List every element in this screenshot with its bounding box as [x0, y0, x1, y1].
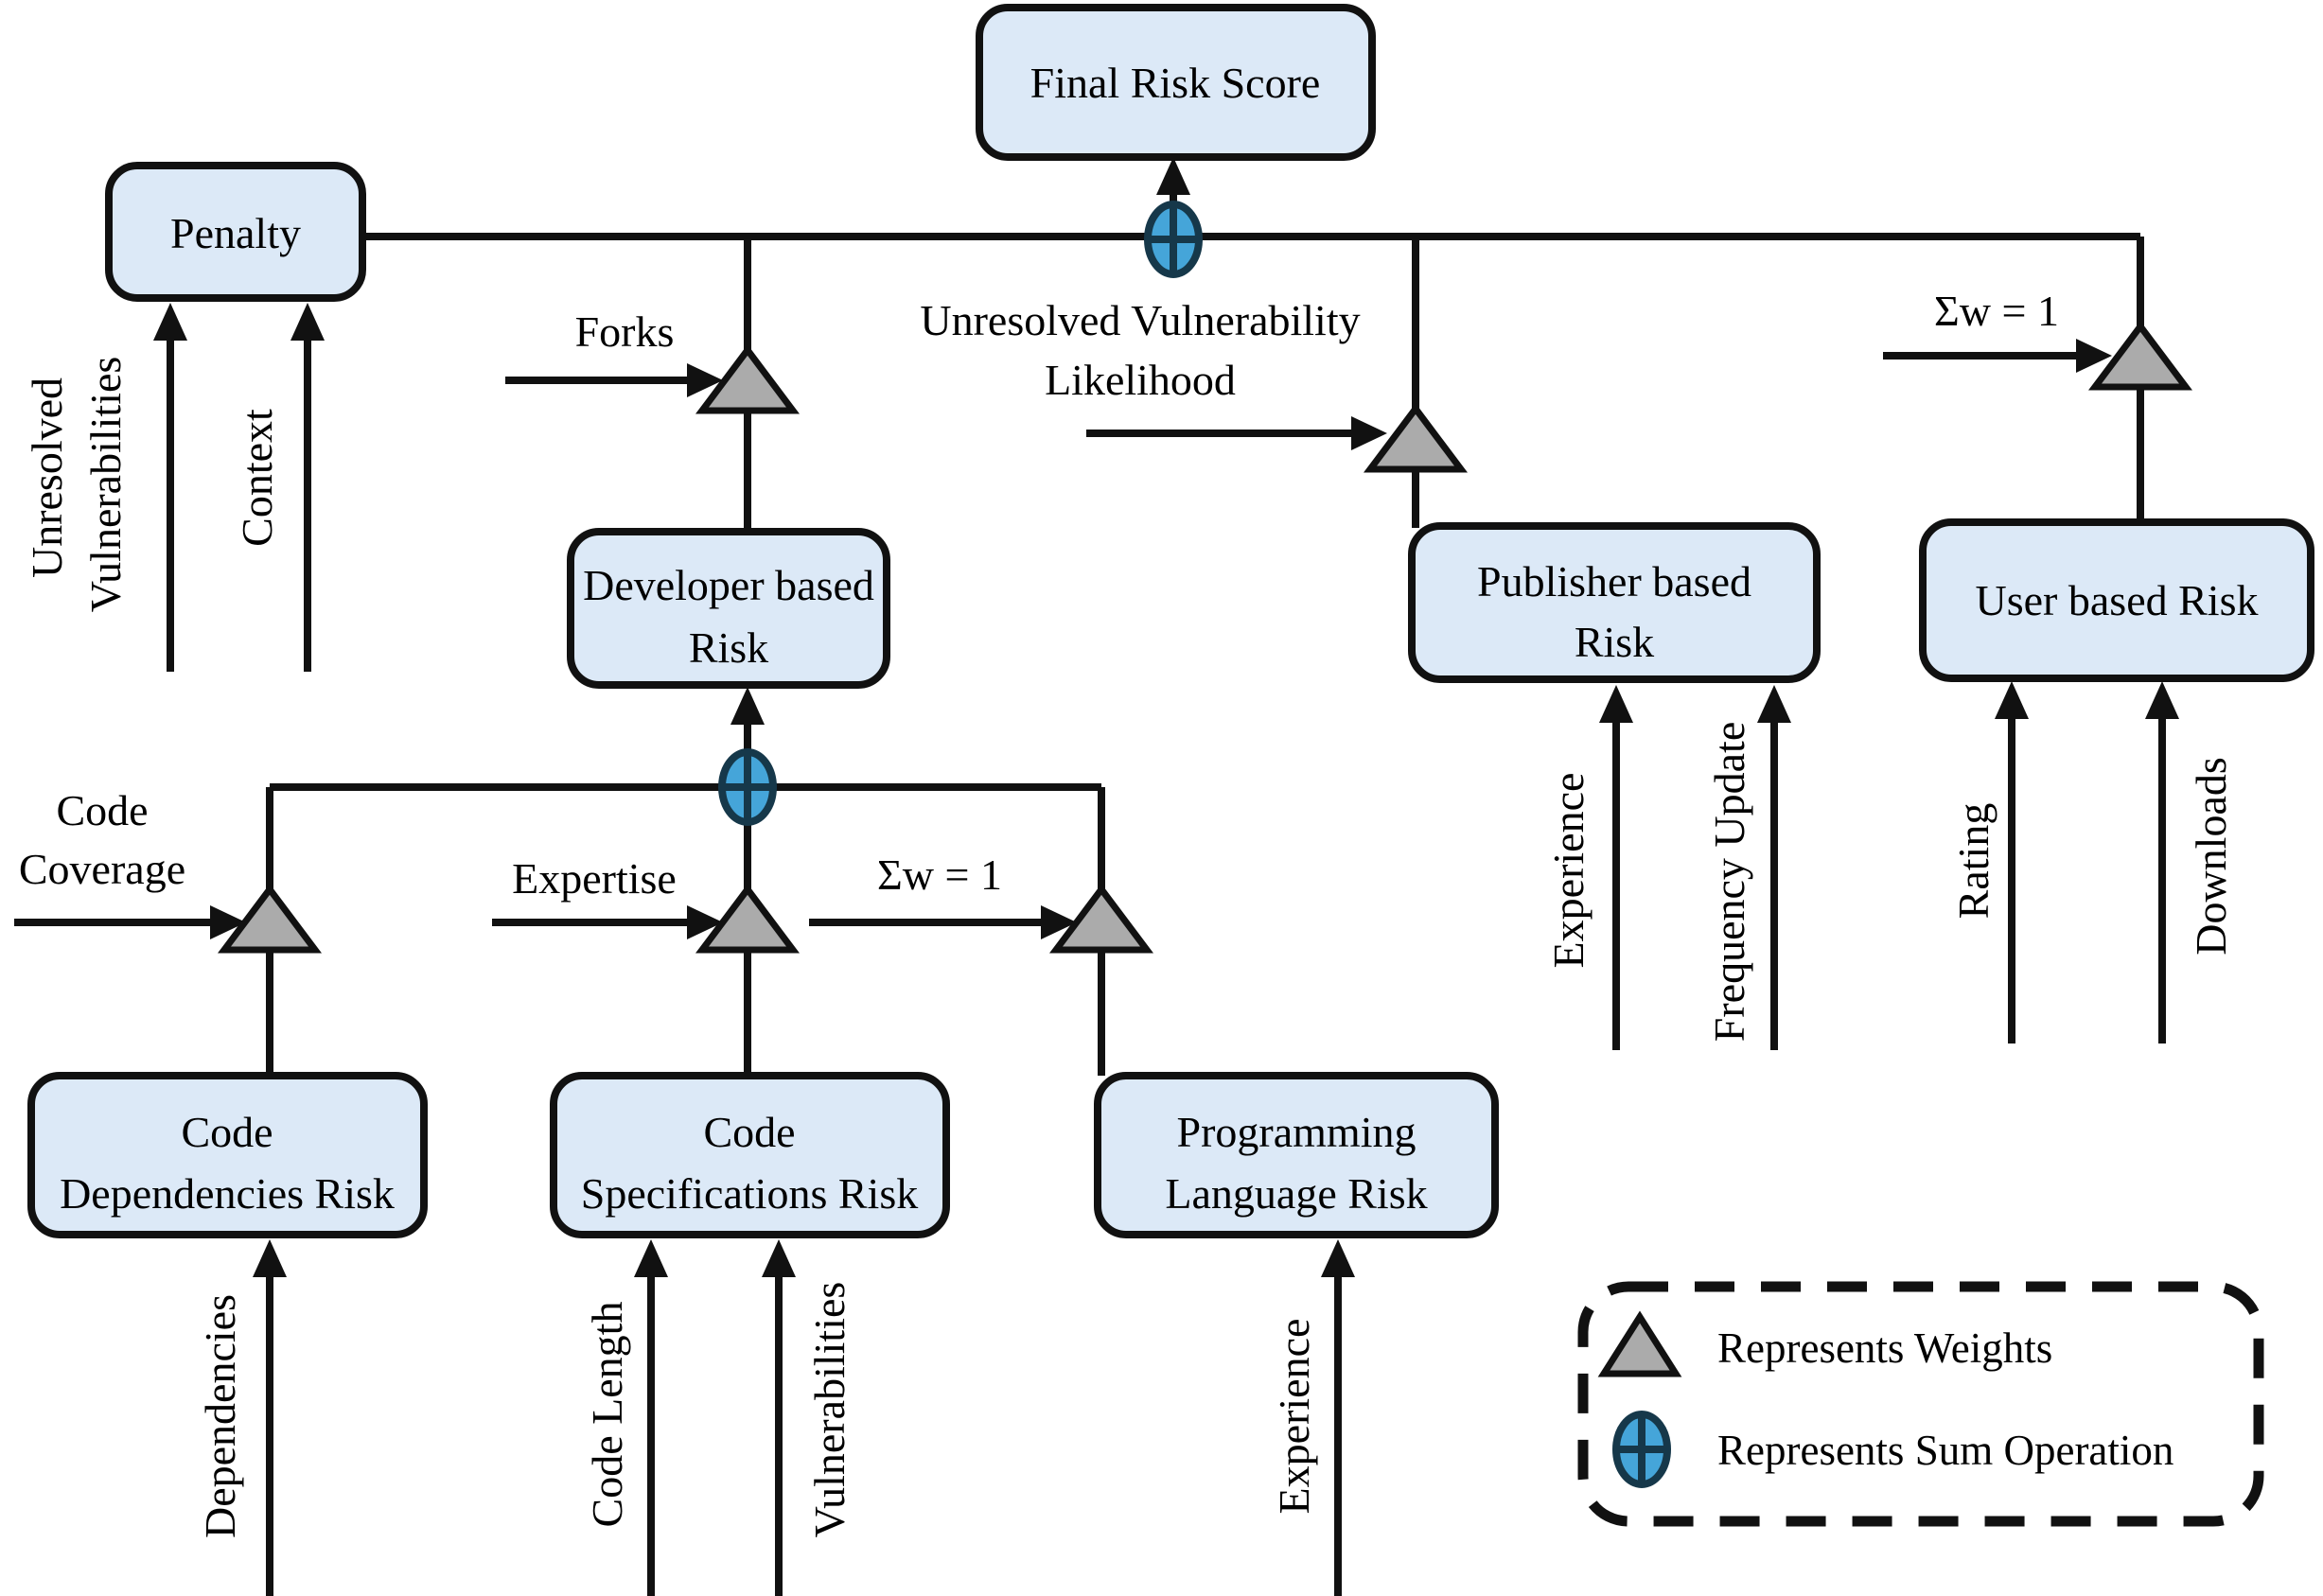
code-specifications-label-line2: Specifications Risk: [581, 1169, 918, 1218]
experience-publisher-arrowhead-icon: [1599, 685, 1633, 723]
language-weight-triangle-icon: [1049, 884, 1153, 954]
sum-w-user-arrowhead-icon: [2076, 339, 2112, 373]
user-risk-node: [1919, 518, 2314, 682]
uvl-weight-triangle-icon: [1364, 403, 1468, 473]
legend-sum-operation-icon: [1612, 1411, 1671, 1488]
penalty-node: [105, 162, 366, 302]
experience-language-arrowhead-icon: [1321, 1239, 1355, 1277]
frequency-update-input-label: Frequency Update: [1705, 722, 1753, 1043]
final-score-arrowhead-icon: [1156, 157, 1190, 195]
frequency-update-arrowhead-icon: [1757, 685, 1791, 723]
uvl-weight-label-line2: Likelihood: [1045, 356, 1236, 404]
developer-sum-arrowhead-icon: [730, 687, 765, 725]
code-dependencies-risk-node: [27, 1072, 428, 1238]
rating-input-label: Rating: [1949, 803, 1997, 920]
code-coverage-label-line1: Code: [56, 786, 148, 834]
programming-language-label-line1: Programming: [1177, 1108, 1417, 1156]
programming-language-label-line2: Language Risk: [1165, 1169, 1427, 1218]
dependencies-arrowhead-icon: [253, 1239, 287, 1277]
experience-publisher-input-label: Experience: [1544, 773, 1593, 969]
developer-sum-operation-icon: [718, 748, 777, 826]
code-dependencies-label-line1: Code: [181, 1108, 273, 1156]
experience-language-input-label: Experience: [1270, 1319, 1318, 1515]
code-length-input-label: Code Length: [583, 1302, 631, 1528]
legend-weight-triangle-icon: [1597, 1310, 1682, 1377]
developer-risk-label-line2: Risk: [689, 623, 768, 672]
vulnerabilities-spec-input-label: Vulnerabilities: [805, 1282, 854, 1538]
unresolved-vulnerabilities-arrowhead-icon: [153, 303, 187, 341]
expertise-weight-triangle-icon: [695, 884, 800, 954]
developer-risk-label-line1: Developer based: [583, 561, 874, 609]
code-specifications-risk-node: [550, 1072, 950, 1238]
developer-risk-node: [567, 528, 890, 689]
sum-w-language-arrowhead-icon: [1041, 905, 1077, 939]
top-sum-operation-icon: [1144, 201, 1203, 278]
sum-w-user-label: Σw = 1: [1934, 287, 2059, 335]
user-risk-label: User based Risk: [1976, 576, 2259, 624]
publisher-risk-node: [1408, 522, 1821, 683]
rating-arrowhead-icon: [1995, 681, 2029, 719]
downloads-arrowhead-icon: [2145, 681, 2179, 719]
forks-weight-label: Forks: [575, 307, 675, 356]
legend-sum-operation-label: Represents Sum Operation: [1717, 1427, 2173, 1474]
code-coverage-arrowhead-icon: [210, 905, 246, 939]
downloads-input-label: Downloads: [2187, 757, 2235, 956]
programming-language-risk-node: [1094, 1072, 1499, 1238]
vulnerabilities-input-label: Vulnerabilities: [81, 357, 130, 613]
code-length-arrowhead-icon: [634, 1239, 668, 1277]
vulnerabilities-spec-arrowhead-icon: [762, 1239, 796, 1277]
context-input-label: Context: [233, 409, 281, 547]
legend-weights-label: Represents Weights: [1717, 1324, 2052, 1372]
code-coverage-label-line2: Coverage: [19, 845, 185, 893]
context-arrowhead-icon: [290, 303, 325, 341]
final-risk-score-node: [976, 4, 1376, 161]
publisher-risk-label-line2: Risk: [1575, 618, 1654, 666]
forks-arrowhead-icon: [687, 363, 723, 397]
expertise-arrowhead-icon: [687, 905, 723, 939]
uvl-weight-label-line1: Unresolved Vulnerability: [920, 296, 1360, 344]
publisher-risk-label-line1: Publisher based: [1477, 557, 1751, 605]
code-coverage-weight-triangle-icon: [218, 884, 322, 954]
user-weight-triangle-icon: [2088, 321, 2192, 391]
expertise-weight-label: Expertise: [512, 854, 677, 903]
code-dependencies-label-line2: Dependencies Risk: [60, 1169, 395, 1218]
legend-box: [1577, 1281, 2264, 1527]
sum-w-language-label: Σw = 1: [877, 851, 1002, 899]
dependencies-input-label: Dependencies: [196, 1294, 244, 1538]
forks-weight-triangle-icon: [695, 344, 800, 414]
final-risk-score-label: Final Risk Score: [1030, 59, 1321, 107]
penalty-label: Penalty: [170, 209, 301, 257]
code-specifications-label-line1: Code: [703, 1108, 795, 1156]
unresolved-input-label: Unresolved: [23, 377, 71, 578]
uvl-arrowhead-icon: [1351, 416, 1387, 450]
